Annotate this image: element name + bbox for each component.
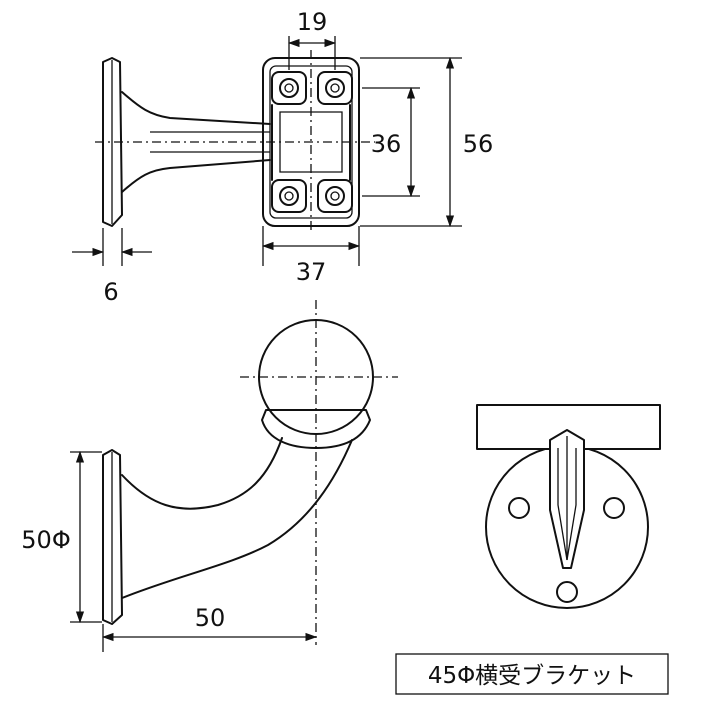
rail-saddle: [261, 409, 371, 449]
dim-36-label: 36: [371, 130, 402, 158]
side-base-plate: [102, 449, 123, 625]
dim-37-label: 37: [296, 258, 327, 286]
top-view: 19 36 56 37 6: [72, 8, 493, 306]
neck-top-view: [121, 91, 271, 125]
side-view: 50Φ 50: [21, 300, 398, 652]
curved-arm: [121, 437, 283, 510]
base-plate-edge: [102, 57, 123, 227]
screw-hole-right: [603, 497, 625, 519]
dim-50phi-label: 50Φ: [21, 526, 70, 554]
caption-text: 45Φ横受ブラケット: [428, 663, 636, 689]
screw-hole-left: [508, 497, 530, 519]
dim-19-label: 19: [297, 8, 328, 36]
caption-box: 45Φ横受ブラケット: [395, 653, 669, 695]
dim-50-label: 50: [195, 604, 226, 632]
front-view: [476, 404, 661, 609]
screw-hole-bottom: [556, 581, 578, 603]
bolt-holes-top: [271, 71, 353, 213]
dim-6-label: 6: [103, 278, 118, 306]
dim-56-label: 56: [463, 130, 494, 158]
